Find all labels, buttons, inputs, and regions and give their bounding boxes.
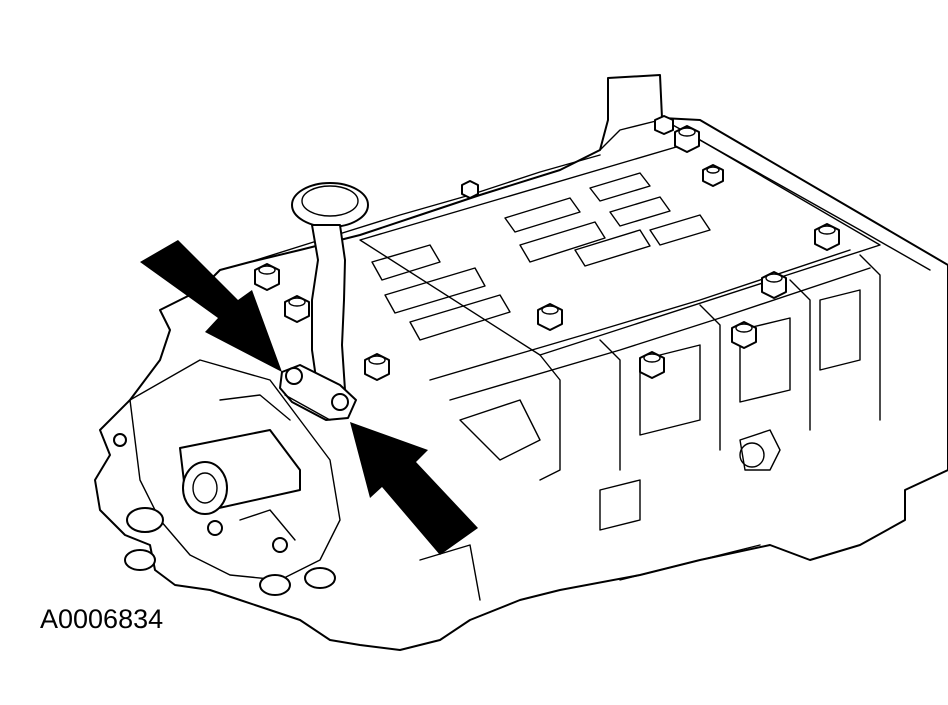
block-side-details <box>419 399 781 601</box>
bolts <box>254 115 840 381</box>
bolt <box>461 180 479 199</box>
bolt <box>814 223 840 251</box>
callout-arrow-icon <box>350 422 478 555</box>
bolt <box>254 263 280 291</box>
bolt <box>364 353 390 381</box>
ladder-frame-ribs <box>359 139 881 481</box>
bolt <box>702 164 724 187</box>
bolt <box>537 303 563 331</box>
oil-pickup-tube <box>279 182 369 421</box>
callout-arrow-icon <box>140 240 282 372</box>
figure-id-label: A0006834 <box>40 604 164 634</box>
bolt <box>761 271 787 299</box>
bolt <box>284 295 310 323</box>
bolt <box>639 351 665 379</box>
oil-pump-housing <box>113 359 341 596</box>
bolt <box>674 125 700 153</box>
bolt <box>731 321 757 349</box>
bolt <box>654 115 674 135</box>
